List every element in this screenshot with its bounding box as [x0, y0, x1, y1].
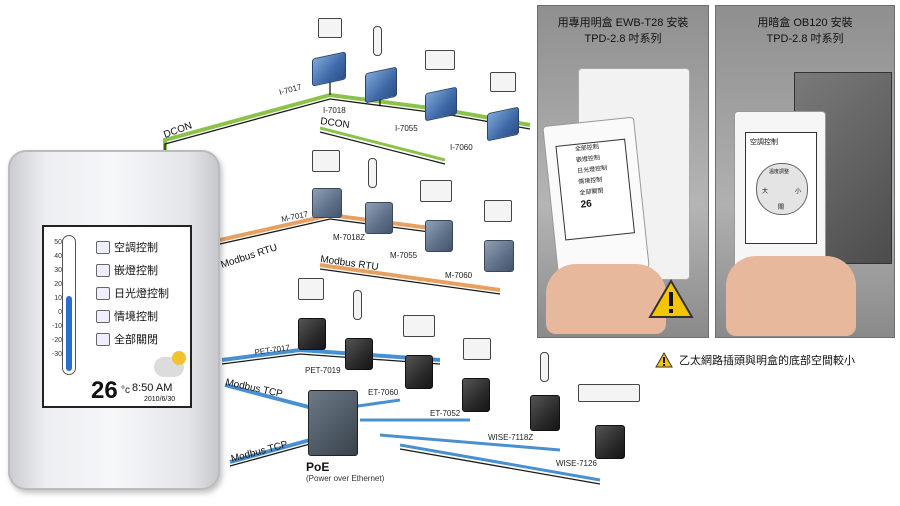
- module-wise7118z: [530, 395, 560, 431]
- tcp-bus-wire-a: [221, 347, 441, 362]
- multi-device-icon: [578, 384, 640, 402]
- clock-time: 8:50 AM: [132, 382, 173, 394]
- clock-date: 2010/6/30: [144, 396, 176, 403]
- lamp-panel-icon: [490, 72, 516, 92]
- lamp-speaker-icon-tcp: [403, 315, 435, 337]
- label-et7060: ET-7060: [368, 388, 399, 397]
- module-et7060: [405, 355, 433, 389]
- label-wise7118z: WISE-7118Z: [488, 433, 533, 442]
- lamp-speaker-icon: [425, 50, 455, 70]
- thermometer-gauge: [62, 235, 76, 375]
- caption-flush-line2: TPD-2.8 吋系列: [766, 33, 844, 45]
- thermometer-icon-rtu: [368, 158, 377, 188]
- module-pet7019: [345, 338, 373, 370]
- scale-label: 50: [54, 239, 62, 246]
- control-wheel[interactable]: 溫度調整 大 小 關: [756, 163, 808, 215]
- scale-label: 30: [54, 267, 62, 274]
- module-et7052: [462, 378, 490, 412]
- menu-item-downlight[interactable]: 嵌燈控制: [96, 262, 158, 278]
- mini-dark-title: 空調控制: [750, 139, 778, 146]
- module-pet7017: [298, 318, 326, 350]
- label-wise7126: WISE-7126: [556, 459, 597, 468]
- label-m7060: M-7060: [445, 271, 473, 280]
- caption-surface-line1: 用專用明盒 EWB-T28 安裝: [557, 17, 689, 29]
- temperature-value: 26: [91, 377, 118, 404]
- photo-flush-box: 用暗盒 OB120 安裝 TPD-2.8 吋系列 空調控制 溫度調整 大 小 關: [715, 5, 895, 338]
- rtu-bus-wire-b: [319, 263, 501, 292]
- weather-sun-icon: [172, 351, 186, 365]
- hvac-icon: [318, 18, 342, 38]
- label-i7055: I-7055: [395, 124, 418, 133]
- label-i7060: I-7060: [450, 143, 473, 152]
- star-icon: [96, 309, 110, 323]
- photo-surface-box: 用專用明盒 EWB-T28 安裝 TPD-2.8 吋系列 全部控制 嵌燈控制 日…: [537, 5, 709, 338]
- scale-label: 10: [54, 295, 62, 302]
- module-m7055: [425, 220, 453, 252]
- poe-subtitle: (Power over Ethernet): [306, 474, 385, 483]
- warning-icon: [648, 279, 694, 318]
- hvac-icon-tcp: [298, 278, 324, 300]
- warning-small-icon: [655, 352, 673, 368]
- bus-label-rtu-a: Modbus RTU: [220, 242, 279, 271]
- mini-panel-surface: 全部控制 嵌燈控制 日光燈控制 情境控制 全部關閉 26: [542, 116, 650, 278]
- lamp-panel-icon-rtu: [484, 200, 512, 222]
- menu-item-aircon[interactable]: 空調控制: [96, 239, 158, 255]
- thermometer-fill: [66, 296, 72, 371]
- scale-label: 0: [58, 309, 62, 316]
- scale-label: -10: [51, 323, 62, 330]
- aircon-icon: [96, 240, 110, 254]
- thermometer-icon-wise: [540, 352, 549, 382]
- lamp-panel-icon-tcp: [463, 338, 491, 360]
- tcp-bus-wire-b: [229, 438, 311, 464]
- menu-item-all-off[interactable]: 全部關閉: [96, 331, 158, 347]
- scale-label: -30: [51, 351, 62, 358]
- dcon-bus-wire-black: [164, 98, 531, 164]
- label-et7052: ET-7052: [430, 409, 461, 418]
- hand-image: [546, 264, 666, 334]
- warning-note-text: 乙太網路插頭與明盒的底部空間較小: [679, 355, 855, 367]
- thermometer-icon: [373, 26, 382, 56]
- thermometer-icon-tcp: [353, 290, 362, 320]
- hand-image-2: [726, 256, 856, 336]
- label-m7055: M-7055: [390, 251, 418, 260]
- mini-panel-screen: 全部控制 嵌燈控制 日光燈控制 情境控制 全部關閉 26: [555, 138, 635, 241]
- bus-label-tcp-a: Modbus TCP: [224, 377, 284, 400]
- dcon-bus-wire-2: [319, 126, 446, 162]
- power-icon: [96, 332, 110, 346]
- label-pet7019: PET-7019: [305, 366, 341, 375]
- hvac-icon-rtu: [312, 150, 340, 172]
- bus-label-tcp-b: Modbus TCP: [230, 439, 289, 465]
- mini-dark-screen: 空調控制 溫度調整 大 小 關: [745, 132, 817, 244]
- module-wise7126: [595, 425, 625, 459]
- caption-surface-line2: TPD-2.8 吋系列: [584, 33, 662, 45]
- scale-label: 40: [54, 253, 62, 260]
- module-m7017: [312, 188, 342, 218]
- lamp-speaker-icon-rtu: [420, 180, 452, 202]
- touch-panel-screen: 50 40 30 20 10 0 -10 -20 -30 空調控制 嵌燈控制 日…: [42, 225, 192, 408]
- poe-title: PoE: [306, 460, 330, 474]
- bus-label-dcon-mid: DCON: [320, 116, 351, 131]
- scale-label: -20: [51, 337, 62, 344]
- temperature-unit: °c: [121, 385, 130, 396]
- fluorescent-icon: [96, 286, 110, 300]
- downlight-icon: [96, 263, 110, 277]
- caption-flush-line1: 用暗盒 OB120 安裝: [757, 17, 853, 29]
- menu-item-fluorescent[interactable]: 日光燈控制: [96, 285, 169, 301]
- label-i7018: I-7018: [323, 106, 346, 115]
- label-i7017: I-7017: [278, 82, 303, 97]
- module-m7018z: [365, 202, 393, 234]
- poe-switch: [308, 390, 358, 456]
- label-m7018z: M-7018Z: [333, 233, 365, 242]
- menu-item-scene[interactable]: 情境控制: [96, 308, 158, 324]
- scale-label: 20: [54, 281, 62, 288]
- module-m7060: [484, 240, 514, 272]
- warning-note: 乙太網路插頭與明盒的底部空間較小: [655, 352, 855, 368]
